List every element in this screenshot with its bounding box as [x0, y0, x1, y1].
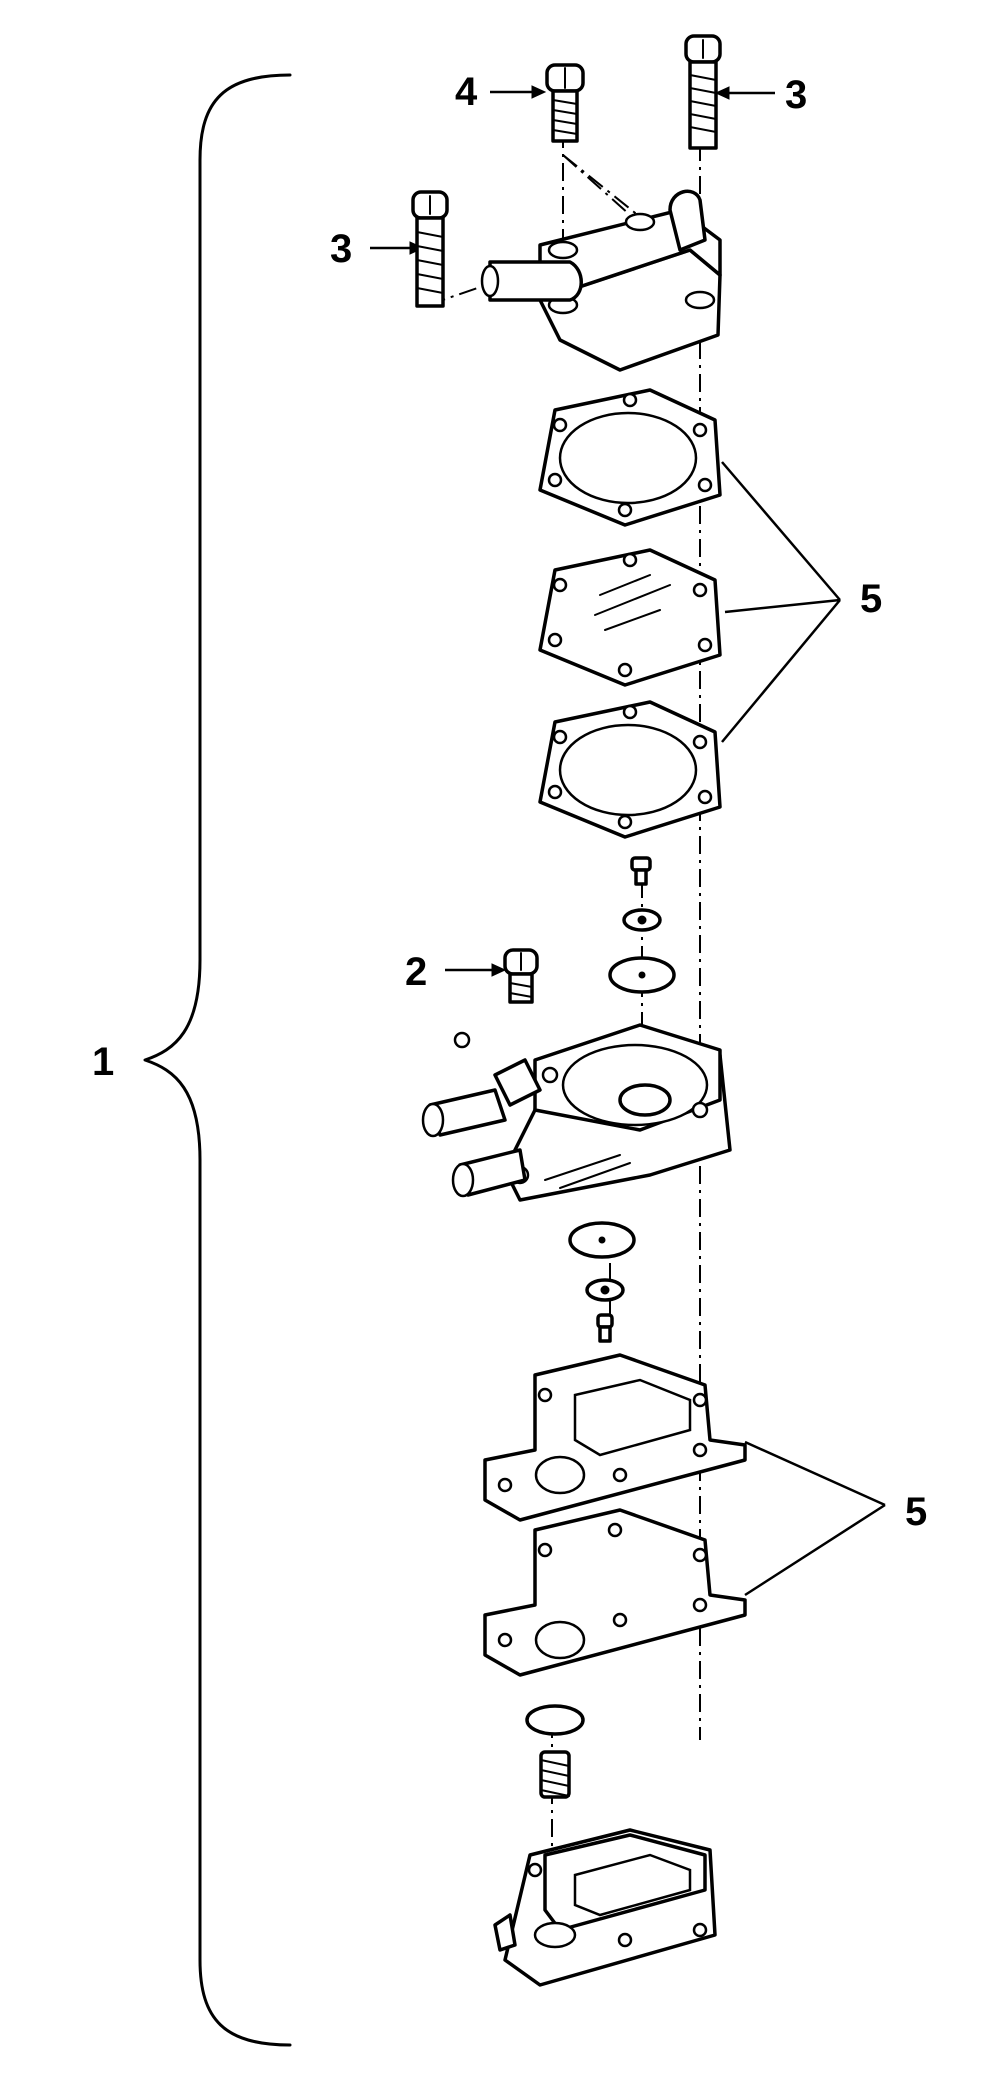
screw-right	[684, 34, 722, 150]
callout-screw-right: 3	[785, 73, 807, 117]
callout-screw-top: 4	[455, 70, 478, 114]
upper-gasket-1	[538, 388, 722, 527]
callout-gaskets-upper: 5	[860, 577, 882, 621]
check-valve-lower	[568, 1221, 636, 1343]
diaphragm	[538, 548, 722, 687]
lower-gasket-2	[483, 1508, 747, 1677]
leader-lines	[370, 85, 886, 1597]
callout-screw-short: 2	[405, 950, 427, 994]
screw-top	[545, 63, 585, 143]
screw-short	[503, 948, 539, 1004]
lower-gasket-1	[483, 1353, 747, 1522]
spring-and-disc	[525, 1704, 585, 1799]
screw-left	[411, 190, 449, 308]
pump-body	[421, 1023, 732, 1202]
assembly-brace	[143, 73, 292, 2047]
check-valve-upper	[608, 856, 676, 994]
top-cover	[480, 189, 722, 372]
callout-screw-left: 3	[330, 227, 352, 271]
bottom-cover	[493, 1828, 717, 1987]
callout-assembly: 1	[92, 1040, 114, 1084]
upper-gasket-2	[538, 700, 722, 839]
callout-gaskets-lower: 5	[905, 1490, 927, 1534]
